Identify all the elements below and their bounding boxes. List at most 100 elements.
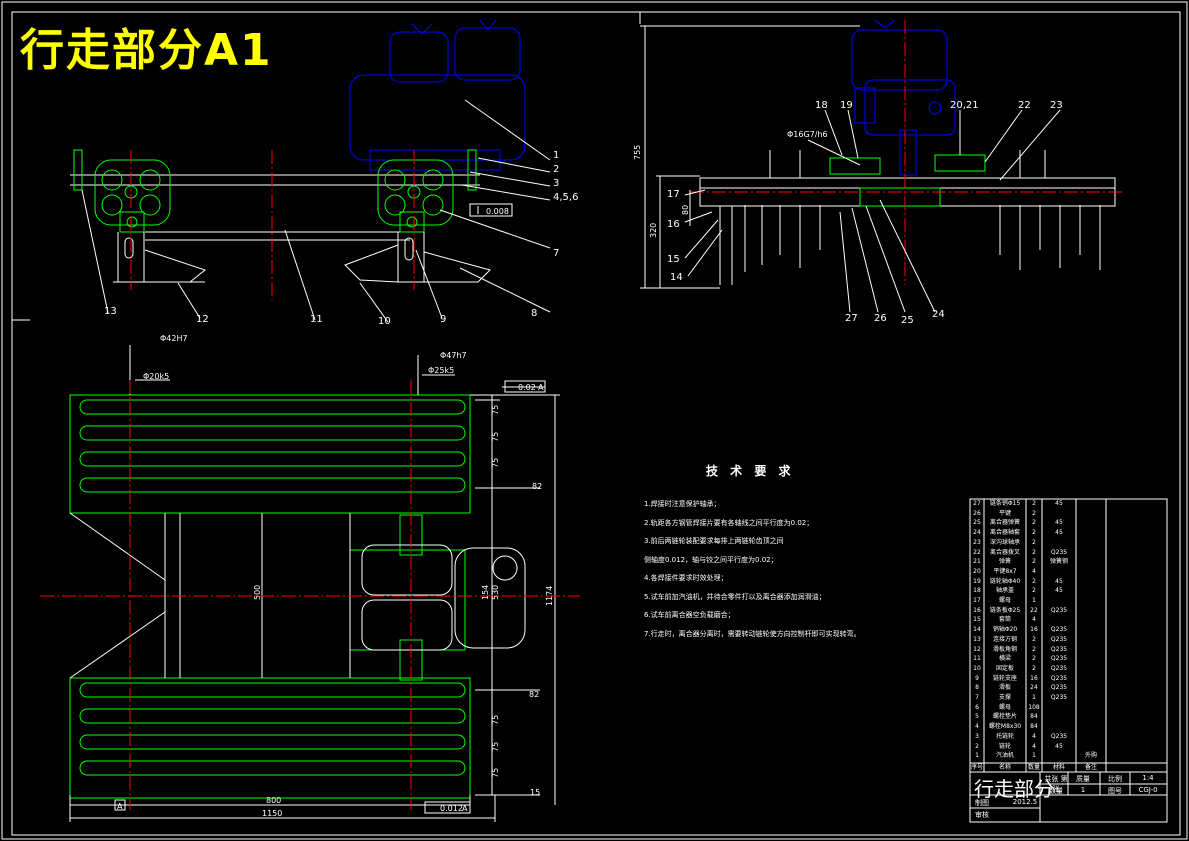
bom-no: 23 [973, 538, 981, 546]
bom-qty: 2 [1032, 558, 1036, 566]
bom-name: 托链轮 [995, 732, 1014, 740]
bom-name: 螺母 [998, 597, 1011, 604]
side-callouts: 18 19 20,21 22 23 17 16 15 14 27 26 25 2… [633, 100, 1063, 326]
callout-8: 8 [531, 308, 537, 319]
bom-material: Q235 [1050, 732, 1068, 740]
bom-name: 套筒 [998, 616, 1011, 624]
bom-qty: 1 [1032, 597, 1036, 604]
callout-4-5-6: 4,5,6 [553, 192, 578, 203]
scale-value: 1:4 [1142, 774, 1154, 782]
callout-18: 18 [815, 100, 828, 111]
overall-width-1: 800 [266, 796, 281, 805]
bom-name: 滑板角钢 [992, 645, 1017, 653]
bom-name: 连接方钢 [992, 635, 1017, 643]
callout-19: 19 [840, 100, 853, 111]
bom-no: 8 [975, 684, 979, 692]
pitch-4: 75 [491, 715, 500, 725]
bom-name: 平键8x7 [993, 567, 1017, 575]
front-view [70, 19, 551, 323]
drawn-label: 制图 [975, 799, 989, 807]
bom-no: 7 [975, 694, 979, 701]
callout-11: 11 [310, 314, 323, 325]
bom-name: 弹簧 [998, 558, 1011, 566]
bom-qty: 2 [1032, 509, 1036, 517]
engine-icon [349, 19, 526, 171]
bom-no: 1 [975, 752, 979, 760]
bom-material: Q235 [1050, 674, 1068, 682]
bom-qty: 2 [1032, 664, 1036, 672]
bom-material: 45 [1055, 529, 1063, 537]
callout-3: 3 [553, 178, 559, 189]
pitch-5: 75 [491, 742, 500, 752]
bom-material: Q235 [1050, 626, 1068, 634]
bom-no: 20 [973, 567, 981, 575]
bom-no: 9 [975, 674, 979, 682]
bom-no: 5 [975, 713, 979, 721]
plan-fit-1: Φ42H7 [160, 334, 188, 343]
checked-label: 审核 [975, 811, 989, 819]
header-qty: 数量 [1027, 764, 1040, 771]
plan-tol-top-ref: A [538, 383, 544, 392]
bom-no: 11 [973, 655, 981, 663]
callout-14: 14 [670, 272, 683, 283]
bom-no: 25 [973, 519, 981, 527]
bom-qty: 16 [1030, 626, 1038, 634]
bom-header: 序号 名称 数量 材料 备注 [970, 763, 1167, 773]
header-no: 序号 [970, 764, 983, 771]
bom-name: 滑板 [998, 684, 1011, 692]
callout-7: 7 [553, 248, 559, 259]
bom-material: Q235 [1050, 606, 1068, 614]
bom-no: 27 [973, 500, 981, 507]
plan-fit-4: Φ25k5 [428, 366, 454, 375]
center-height: 500 [253, 585, 262, 600]
bom-qty: 4 [1032, 742, 1036, 750]
front-callouts: 1 2 3 4,5,6 7 8 9 10 11 12 13 0.008 [104, 150, 578, 327]
header-material: 材料 [1052, 764, 1065, 771]
callout-12: 12 [196, 314, 209, 325]
bom-no: 24 [973, 529, 981, 537]
bom-material: 45 [1055, 500, 1063, 507]
bom-qty: 84 [1030, 723, 1038, 731]
bom-name: 螺栓垫片 [992, 713, 1017, 721]
callout-22: 22 [1018, 100, 1031, 111]
bom-material: Q235 [1050, 664, 1068, 672]
bom-no: 14 [973, 626, 981, 634]
tech-item: 7.行走时，离合器分离时，需要转动链轮使方向控制杆即可实现转弯。 [644, 629, 861, 638]
callout-16: 16 [667, 219, 680, 230]
bom-material: Q235 [1050, 635, 1068, 643]
callout-26: 26 [874, 313, 887, 324]
width-right-2: 82 [529, 690, 539, 699]
pitch-6: 75 [491, 768, 500, 778]
count-label: 数量 [1049, 787, 1063, 795]
scale-label: 比例 [1108, 775, 1122, 783]
date: 2012.5 [1012, 798, 1038, 806]
bom-qty: 2 [1032, 577, 1036, 585]
tech-item: 侧轴度0.012，轴与铰之间平行度为0.02； [644, 555, 778, 564]
bom-qty: 2 [1032, 655, 1036, 663]
bom-material: Q235 [1050, 694, 1068, 701]
weight-label: 质量 [1076, 775, 1090, 783]
bom-material: Q235 [1050, 684, 1068, 692]
drawing-title: 行走部分A1 [20, 25, 273, 76]
front-tolerance: 0.008 [486, 207, 509, 216]
bom-name: 螺栓M8x30 [988, 723, 1022, 731]
bom-qty: 22 [1030, 606, 1038, 614]
bom-no: 21 [973, 558, 981, 566]
callout-25: 25 [901, 315, 914, 326]
plan-datum: A [117, 802, 123, 811]
bom-name: 离合器轴套 [989, 529, 1020, 537]
bom-qty: 2 [1032, 645, 1036, 653]
overall-height: 1174 [545, 586, 554, 606]
bom-no: 19 [973, 577, 981, 585]
